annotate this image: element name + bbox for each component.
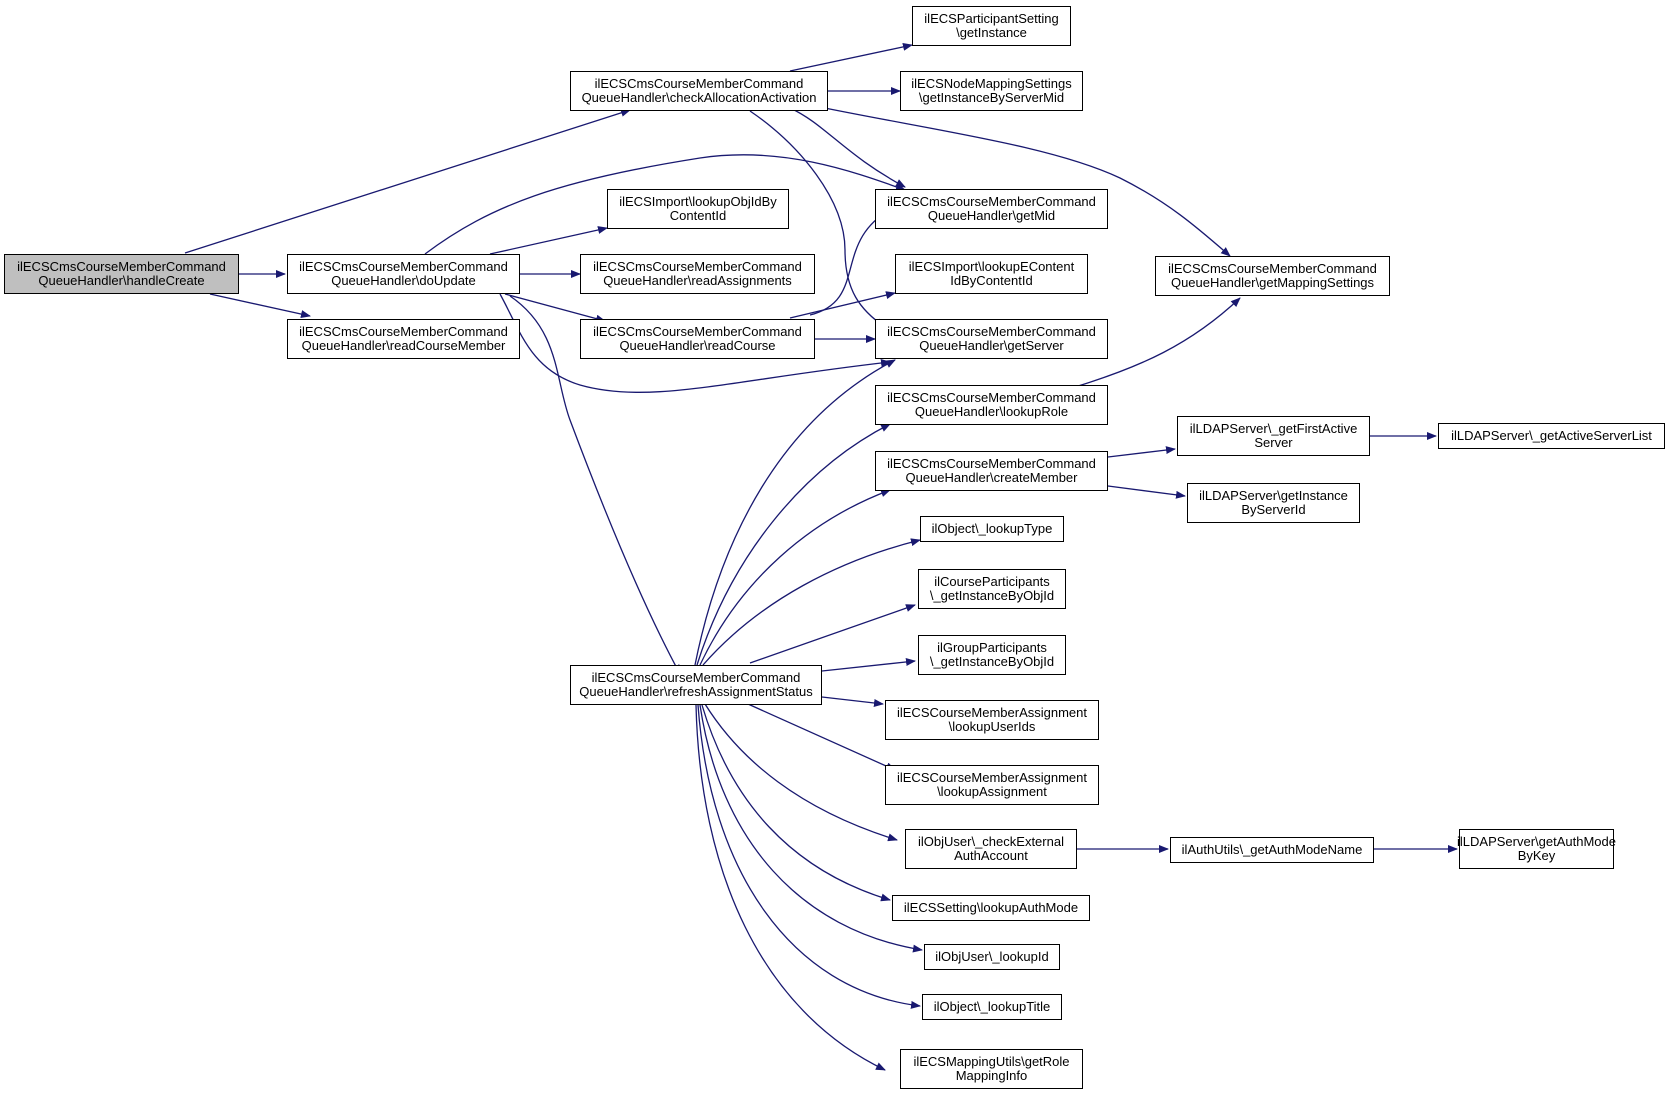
node-role-mapping-info-label: ilECSMappingUtils\getRole MappingInfo — [913, 1054, 1070, 1083]
node-read-course-member[interactable]: ilECSCmsCourseMemberCommand QueueHandler… — [287, 319, 520, 359]
node-lookup-econtent-id-label: ilECSImport\lookupEContent IdByContentId — [908, 259, 1075, 288]
edge-lookuprole-mappingsettings — [1074, 297, 1241, 388]
edge-refresh-lookupauthmode — [701, 704, 891, 902]
edge-createmember-firstactive — [1107, 446, 1176, 458]
node-role-mapping-info[interactable]: ilECSMappingUtils\getRole MappingInfo — [900, 1049, 1083, 1089]
edge-checkallocation-getmid — [789, 107, 906, 188]
edge-refresh-createmember — [699, 489, 891, 666]
node-object-lookup-title-label: ilObject\_lookupTitle — [933, 999, 1051, 1014]
edge-refresh-lookuprole — [696, 423, 891, 666]
edge-refresh-courseparticipants — [749, 604, 916, 664]
node-get-server[interactable]: ilECSCmsCourseMemberCommand QueueHandler… — [875, 319, 1108, 359]
edge-refresh-checkexternal — [704, 703, 898, 842]
node-auth-utils-get-auth-mode-name[interactable]: ilAuthUtils\_getAuthModeName — [1170, 837, 1374, 863]
node-ldap-get-auth-mode-by-key-label: ilLDAPServer\getAuthMode ByKey — [1457, 834, 1616, 863]
node-get-mapping-settings[interactable]: ilECSCmsCourseMemberCommand QueueHandler… — [1155, 256, 1390, 296]
node-ldap-get-first-active-server[interactable]: ilLDAPServer\_getFirstActive Server — [1177, 416, 1370, 456]
node-group-participants-get-instance-label: ilGroupParticipants \_getInstanceByObjId — [929, 640, 1055, 669]
node-handle-create-label: ilECSCmsCourseMemberCommand QueueHandler… — [17, 259, 226, 288]
node-read-course[interactable]: ilECSCmsCourseMemberCommand QueueHandler… — [580, 319, 815, 359]
node-lookup-role-label: ilECSCmsCourseMemberCommand QueueHandler… — [887, 390, 1096, 419]
node-handle-create: ilECSCmsCourseMemberCommand QueueHandler… — [4, 254, 239, 294]
node-check-external-auth-account[interactable]: ilObjUser\_checkExternal AuthAccount — [905, 829, 1077, 869]
node-lookup-obj-id-by-content-id-label: ilECSImport\lookupObjIdBy ContentId — [619, 194, 777, 223]
node-lookup-user-ids[interactable]: ilECSCourseMemberAssignment \lookupUserI… — [885, 700, 1099, 740]
node-read-assignments-label: ilECSCmsCourseMemberCommand QueueHandler… — [593, 259, 802, 288]
node-ldap-get-active-server-list[interactable]: ilLDAPServer\_getActiveServerList — [1438, 423, 1665, 449]
node-ldap-get-first-active-server-label: ilLDAPServer\_getFirstActive Server — [1189, 421, 1358, 450]
edge-doupdate-readcourse — [504, 293, 606, 323]
node-object-lookup-type-label: ilObject\_lookupType — [931, 521, 1053, 536]
node-get-mid[interactable]: ilECSCmsCourseMemberCommand QueueHandler… — [875, 189, 1108, 229]
edge-handlecreate-readcoursemember — [209, 293, 311, 318]
edge-refresh-lookupassignment — [747, 703, 896, 771]
node-ldap-get-active-server-list-label: ilLDAPServer\_getActiveServerList — [1451, 428, 1652, 443]
node-refresh-assignment-status[interactable]: ilECSCmsCourseMemberCommand QueueHandler… — [570, 665, 822, 705]
node-object-lookup-type[interactable]: ilObject\_lookupType — [920, 516, 1064, 542]
node-object-lookup-title[interactable]: ilObject\_lookupTitle — [922, 994, 1062, 1020]
node-ldap-get-instance-by-server-id-label: ilLDAPServer\getInstance ByServerId — [1199, 488, 1348, 517]
node-lookup-assignment[interactable]: ilECSCourseMemberAssignment \lookupAssig… — [885, 765, 1099, 805]
node-lookup-auth-mode[interactable]: ilECSSetting\lookupAuthMode — [892, 895, 1090, 921]
call-edges — [184, 42, 1458, 1071]
node-course-participants-get-instance-label: ilCourseParticipants \_getInstanceByObjI… — [929, 574, 1055, 603]
edge-refresh-lookuptype — [702, 538, 921, 666]
node-create-member[interactable]: ilECSCmsCourseMemberCommand QueueHandler… — [875, 451, 1108, 491]
edge-refresh-rolemapping — [695, 704, 886, 1071]
node-obj-user-lookup-id-label: ilObjUser\_lookupId — [935, 949, 1049, 964]
node-obj-user-lookup-id[interactable]: ilObjUser\_lookupId — [924, 944, 1060, 970]
node-read-course-label: ilECSCmsCourseMemberCommand QueueHandler… — [593, 324, 802, 353]
node-node-mapping-get-instance[interactable]: ilECSNodeMappingSettings \getInstanceByS… — [900, 71, 1083, 111]
node-lookup-obj-id-by-content-id[interactable]: ilECSImport\lookupObjIdBy ContentId — [607, 189, 789, 229]
edge-refresh-groupparticipants — [821, 657, 916, 672]
node-course-participants-get-instance[interactable]: ilCourseParticipants \_getInstanceByObjI… — [918, 569, 1066, 609]
edge-checkallocation-mappingsettings — [809, 104, 1231, 257]
edge-checkallocation-participantsetting — [789, 42, 913, 72]
node-refresh-assignment-status-label: ilECSCmsCourseMemberCommand QueueHandler… — [579, 670, 813, 699]
edge-refresh-objuserlookupid — [699, 704, 923, 953]
node-get-server-label: ilECSCmsCourseMemberCommand QueueHandler… — [887, 324, 1096, 353]
node-lookup-econtent-id[interactable]: ilECSImport\lookupEContent IdByContentId — [895, 254, 1088, 294]
node-participant-setting-get-instance-label: ilECSParticipantSetting \getInstance — [924, 11, 1059, 40]
node-lookup-auth-mode-label: ilECSSetting\lookupAuthMode — [903, 900, 1079, 915]
edge-doupdate-getmid — [424, 154, 906, 255]
node-read-course-member-label: ilECSCmsCourseMemberCommand QueueHandler… — [299, 324, 508, 353]
node-do-update[interactable]: ilECSCmsCourseMemberCommand QueueHandler… — [287, 254, 520, 294]
node-node-mapping-get-instance-label: ilECSNodeMappingSettings \getInstanceByS… — [911, 76, 1072, 105]
node-ldap-get-auth-mode-by-key[interactable]: ilLDAPServer\getAuthMode ByKey — [1457, 829, 1616, 869]
node-get-mapping-settings-label: ilECSCmsCourseMemberCommand QueueHandler… — [1168, 261, 1377, 290]
node-read-assignments[interactable]: ilECSCmsCourseMemberCommand QueueHandler… — [580, 254, 815, 294]
node-ldap-get-instance-by-server-id[interactable]: ilLDAPServer\getInstance ByServerId — [1187, 483, 1360, 523]
edge-doupdate-getserver — [499, 293, 891, 394]
node-check-allocation-activation[interactable]: ilECSCmsCourseMemberCommand QueueHandler… — [570, 71, 828, 111]
edge-checkallocation-getserver — [749, 110, 886, 328]
node-lookup-assignment-label: ilECSCourseMemberAssignment \lookupAssig… — [896, 770, 1087, 799]
edge-handlecreate-checkallocationactivation — [184, 108, 631, 254]
node-participant-setting-get-instance[interactable]: ilECSParticipantSetting \getInstance — [912, 6, 1071, 46]
node-do-update-label: ilECSCmsCourseMemberCommand QueueHandler… — [299, 259, 508, 288]
node-lookup-role[interactable]: ilECSCmsCourseMemberCommand QueueHandler… — [875, 385, 1108, 425]
node-auth-utils-get-auth-mode-name-label: ilAuthUtils\_getAuthModeName — [1181, 842, 1363, 857]
edge-doupdate-lookupobjid — [489, 226, 608, 255]
edge-refresh-lookuptitle — [697, 704, 921, 1009]
edge-doupdate-refreshassignment — [509, 295, 681, 675]
node-lookup-user-ids-label: ilECSCourseMemberAssignment \lookupUserI… — [896, 705, 1087, 734]
edge-refresh-lookupuserids — [821, 696, 884, 707]
edge-refresh-getserver — [694, 359, 896, 666]
node-group-participants-get-instance[interactable]: ilGroupParticipants \_getInstanceByObjId — [918, 635, 1066, 675]
node-create-member-label: ilECSCmsCourseMemberCommand QueueHandler… — [887, 456, 1096, 485]
edge-createmember-ldapinstance — [1107, 485, 1186, 499]
edge-readcourse-lookupecontent — [789, 291, 896, 319]
node-get-mid-label: ilECSCmsCourseMemberCommand QueueHandler… — [887, 194, 1096, 223]
node-check-allocation-activation-label: ilECSCmsCourseMemberCommand QueueHandler… — [581, 76, 817, 105]
node-check-external-auth-account-label: ilObjUser\_checkExternal AuthAccount — [918, 834, 1064, 863]
